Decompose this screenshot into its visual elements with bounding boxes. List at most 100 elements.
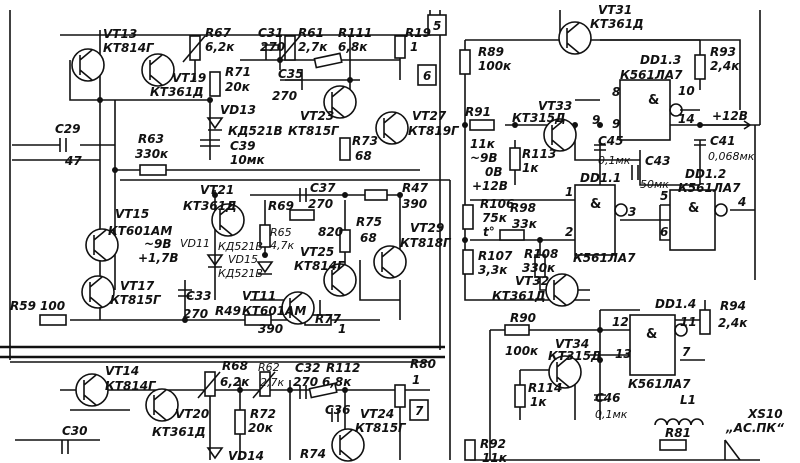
r114-value: 1к [530,395,547,409]
vt11-ref: VT11 [242,289,276,303]
vt19-type: КТ361Д [150,85,204,99]
inductor-l1 [654,418,704,426]
diode-bodies [206,117,274,460]
vt25-type: КТ814Г [294,259,346,273]
vt21-type: КТ361Д [183,199,237,213]
r63-value: 330к [135,147,169,161]
c43-ref: C43 [645,154,671,168]
vd13-ref: VD13 [220,103,256,117]
r62-value: 2,7к [260,376,284,389]
r98-ref: R98 [510,201,536,215]
vd13-type: КД521В [228,124,283,138]
vd11-ref: VD11 [180,237,210,250]
r112-value: 6,8к [322,375,352,389]
vt34-type: КТ315Д [548,349,602,363]
vt34-ref: VT34 [555,337,589,351]
r113-value: 1к [522,161,539,175]
r94-ref: R94 [720,299,746,313]
pin-14-label: 14 [678,112,695,126]
dd13-pin9-aux: 9 [592,113,600,127]
terminal-boxes [409,14,447,421]
vd14-ref: VD14 [228,449,264,463]
c39-value: 10мк [230,153,266,167]
supply-arrow [700,120,752,130]
r91-voltage-1: ~9В [470,151,498,165]
c41-ref: C41 [710,134,736,148]
c36-ref: C36 [325,403,351,417]
vd11-type: КД521В [218,240,263,253]
r89-ref: R89 [478,45,504,59]
dd13-pin-10: 10 [678,84,695,98]
dd11-symbol: & [590,197,601,212]
vt33-ref: VT33 [538,99,572,113]
r77-value: 1 [338,322,346,336]
vt17-type: КТ815Г [110,293,162,307]
c32-value: 270 [293,375,318,389]
dd11-pin-2: 2 [565,225,573,239]
dd14-type: К561ЛА7 [628,377,691,391]
r108-value: 330к [522,261,556,275]
dd13-type: К561ЛА7 [620,68,683,82]
r19-ref: R19 [405,26,431,40]
r63-ref: R63 [138,132,164,146]
r106-ref: R106 [480,197,514,211]
c46-value: 0,1мк [595,408,628,421]
vt24-type: КТ815Г [355,421,407,435]
c31-value: 270 [260,40,285,54]
c35-value: 270 [272,89,297,103]
c43-value: 50мк [640,178,669,191]
diode-labels: VD13 КД521В VD11 КД521В VD15 КД521В VD14 [180,103,283,463]
misc-labels: XS10 „АС.ПК“ L1 5 6 7 ~9В +1,7В ~9В 0В +… [138,19,784,435]
r69-ref: R69 [268,199,294,213]
vt15-voltage-1: ~9В [144,237,172,251]
r73-value: 68 [355,149,372,163]
r75-ref: R75 [356,215,382,229]
gate-bodies [574,79,728,376]
vt15-type: КТ601АМ [108,224,172,238]
r94-value: 2,4к [718,316,748,330]
c29-ref: C29 [55,122,81,136]
vt15-ref: VT15 [115,207,149,221]
vt32-ref: VT32 [515,274,549,288]
r74-ref: R74 [300,447,326,461]
vt27-ref: VT27 [412,109,447,123]
r68-ref: R68 [222,359,248,373]
vt21-ref: VT21 [200,183,234,197]
transistor-bodies [71,21,592,462]
r91-value: 11к [470,137,496,151]
r93-value: 2,4к [710,59,740,73]
r72-ref: R72 [250,407,276,421]
c46-ref: C46 [595,391,621,405]
r107-ref: R107 [478,249,513,263]
vt29-type: КТ818Г [400,236,452,250]
dd14-pin-13: 13 [615,347,632,361]
r49-value: 390 [258,322,283,336]
terminal-7: 7 [415,404,424,418]
r89-value: 100к [478,59,512,73]
r90-value: 100к [505,344,539,358]
r71-ref: R71 [225,65,251,79]
r68-value: 6,2к [220,375,250,389]
r49-ref: R49 [215,304,241,318]
r107-value: 3,3к [478,263,508,277]
vt33-type: КТ315Д [512,111,566,125]
r19-value: 1 [410,40,418,54]
dd14-pin-12: 12 [612,315,629,329]
r62-ref: R62 [258,361,280,374]
vt14-ref: VT14 [105,364,139,378]
c39-ref: C39 [230,139,256,153]
dd14-ref: DD1.4 [655,297,696,311]
r61-ref: R61 [298,26,324,40]
r67-ref: R67 [205,26,232,40]
dd12-pin-5: 5 [660,189,668,203]
r93-ref: R93 [710,45,736,59]
vt14-type: КТ814Г [105,379,157,393]
dd14-symbol: & [646,327,657,342]
r92-ref: R92 [480,437,506,451]
r92-value: 11к [482,451,508,463]
r114-ref: R114 [528,381,562,395]
vt31-type: КТ361Д [590,17,644,31]
c33-ref: C33 [186,289,212,303]
dd11-ref: DD1.1 [580,171,621,185]
